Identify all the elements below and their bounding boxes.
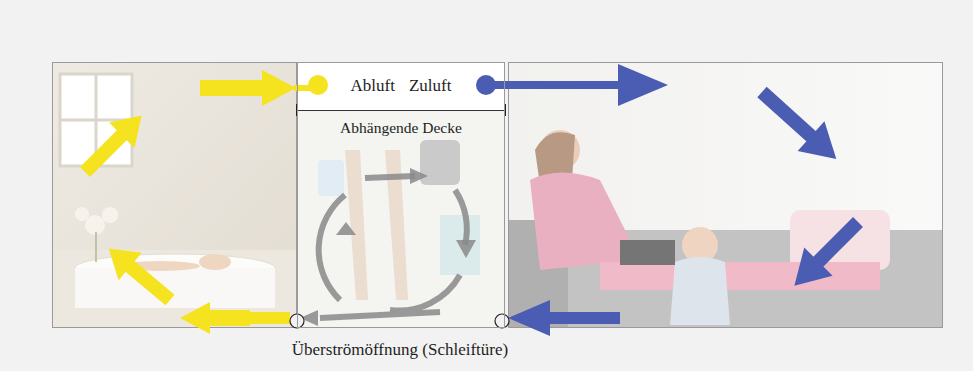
exhaust-air-arrows (72, 70, 328, 334)
supply-label: Zuluft (409, 76, 452, 96)
living-room-photo (508, 62, 943, 328)
hallway-panel: Abluft ZuluftAbhängende Decke (297, 62, 505, 328)
hallway-photo (297, 62, 505, 328)
bathroom-photo (52, 62, 297, 328)
transfer-opening (495, 314, 509, 328)
exhaust-label: Abluft (351, 76, 395, 96)
ceiling-label: Abhängende Decke (298, 119, 504, 138)
ceiling-band: Abluft Zuluft (298, 63, 504, 111)
opening-caption: Überströmöffnung (Schleiftüre) (292, 340, 508, 360)
circulation-arrows (319, 176, 467, 318)
supply-air-arrows (476, 64, 872, 336)
